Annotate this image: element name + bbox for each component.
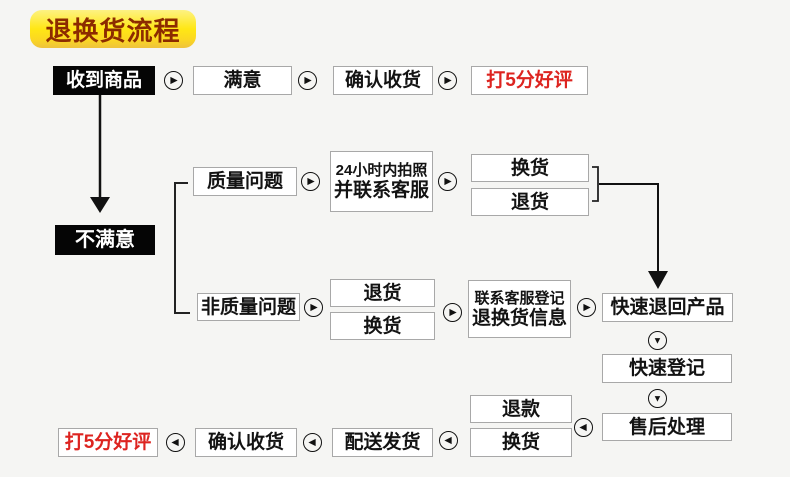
down-arrowhead: [90, 197, 110, 213]
node-received-goods: 收到商品: [53, 66, 155, 95]
arrow-right-icon: ▶: [438, 71, 457, 90]
arrow-right-glyph: ▶: [304, 74, 312, 86]
elbow-arrowhead: [648, 271, 668, 289]
arrow-right-icon: ▶: [438, 172, 457, 191]
arrow-right-icon: ▶: [443, 303, 462, 322]
arrow-right-icon: ▶: [298, 71, 317, 90]
node-after-sale-processing: 售后处理: [602, 413, 732, 441]
arrow-right-icon: ▶: [304, 298, 323, 317]
arrow-left-glyph: ◀: [444, 434, 452, 446]
arrow-right-glyph: ▶: [444, 74, 452, 86]
arrow-right-glyph: ▶: [170, 74, 178, 86]
arrow-left-glyph: ◀: [308, 436, 316, 448]
arrow-down-icon: ▼: [648, 389, 667, 408]
arrow-down-icon: ▼: [648, 331, 667, 350]
arrow-right-icon: ▶: [577, 298, 596, 317]
arrow-right-glyph: ▶: [444, 175, 452, 187]
arrow-left-glyph: ◀: [171, 436, 179, 448]
arrow-right-glyph: ▶: [583, 301, 591, 313]
arrow-left-icon: ◀: [574, 418, 593, 437]
node-confirm-receipt-top: 确认收货: [333, 66, 433, 95]
arrow-left-icon: ◀: [439, 431, 458, 450]
node-fast-return-product: 快速退回产品: [602, 293, 733, 322]
node-exchange-quality: 换货: [471, 154, 589, 182]
arrow-down-glyph: ▼: [652, 393, 663, 405]
node-non-quality-issue: 非质量问题: [197, 293, 300, 321]
arrow-left-glyph: ◀: [579, 421, 587, 433]
arrow-right-glyph: ▶: [449, 306, 457, 318]
arrow-right-glyph: ▶: [307, 175, 315, 187]
arrow-right-icon: ▶: [164, 71, 183, 90]
arrow-right-icon: ▶: [301, 172, 320, 191]
node-return-nonquality: 退货: [330, 279, 435, 307]
node-photo-within-24h: 24小时内拍照 并联系客服: [330, 151, 433, 212]
branch-bracket-right: [592, 166, 599, 202]
node-unsatisfied: 不满意: [55, 225, 155, 255]
node-photo-line2: 并联系客服: [333, 180, 429, 201]
arrow-down-glyph: ▼: [652, 335, 663, 347]
node-return-quality: 退货: [471, 188, 589, 216]
node-delivery-shipment: 配送发货: [332, 428, 433, 457]
arrow-left-icon: ◀: [166, 433, 185, 452]
node-five-star-review-top: 打5分好评: [471, 66, 588, 95]
node-five-star-review-bottom: 打5分好评: [58, 428, 158, 457]
node-contact-service-register: 联系客服登记 退换货信息: [468, 280, 571, 338]
node-contact-line1: 联系客服登记: [474, 289, 565, 307]
arrow-right-glyph: ▶: [310, 301, 318, 313]
node-satisfied: 满意: [193, 66, 292, 95]
elbow-connector: [599, 183, 659, 272]
node-refund: 退款: [470, 395, 572, 423]
node-photo-line1: 24小时内拍照: [335, 162, 428, 179]
node-quality-issue: 质量问题: [193, 167, 297, 196]
page-title: 退换货流程: [30, 10, 196, 48]
branch-bracket-left: [174, 182, 190, 314]
node-fast-register: 快速登记: [602, 354, 732, 383]
node-confirm-receipt-bottom: 确认收货: [195, 428, 297, 457]
arrow-left-icon: ◀: [303, 433, 322, 452]
node-exchange-bottom: 换货: [470, 428, 572, 457]
node-exchange-nonquality: 换货: [330, 312, 435, 340]
node-contact-line2: 退换货信息: [471, 307, 567, 329]
